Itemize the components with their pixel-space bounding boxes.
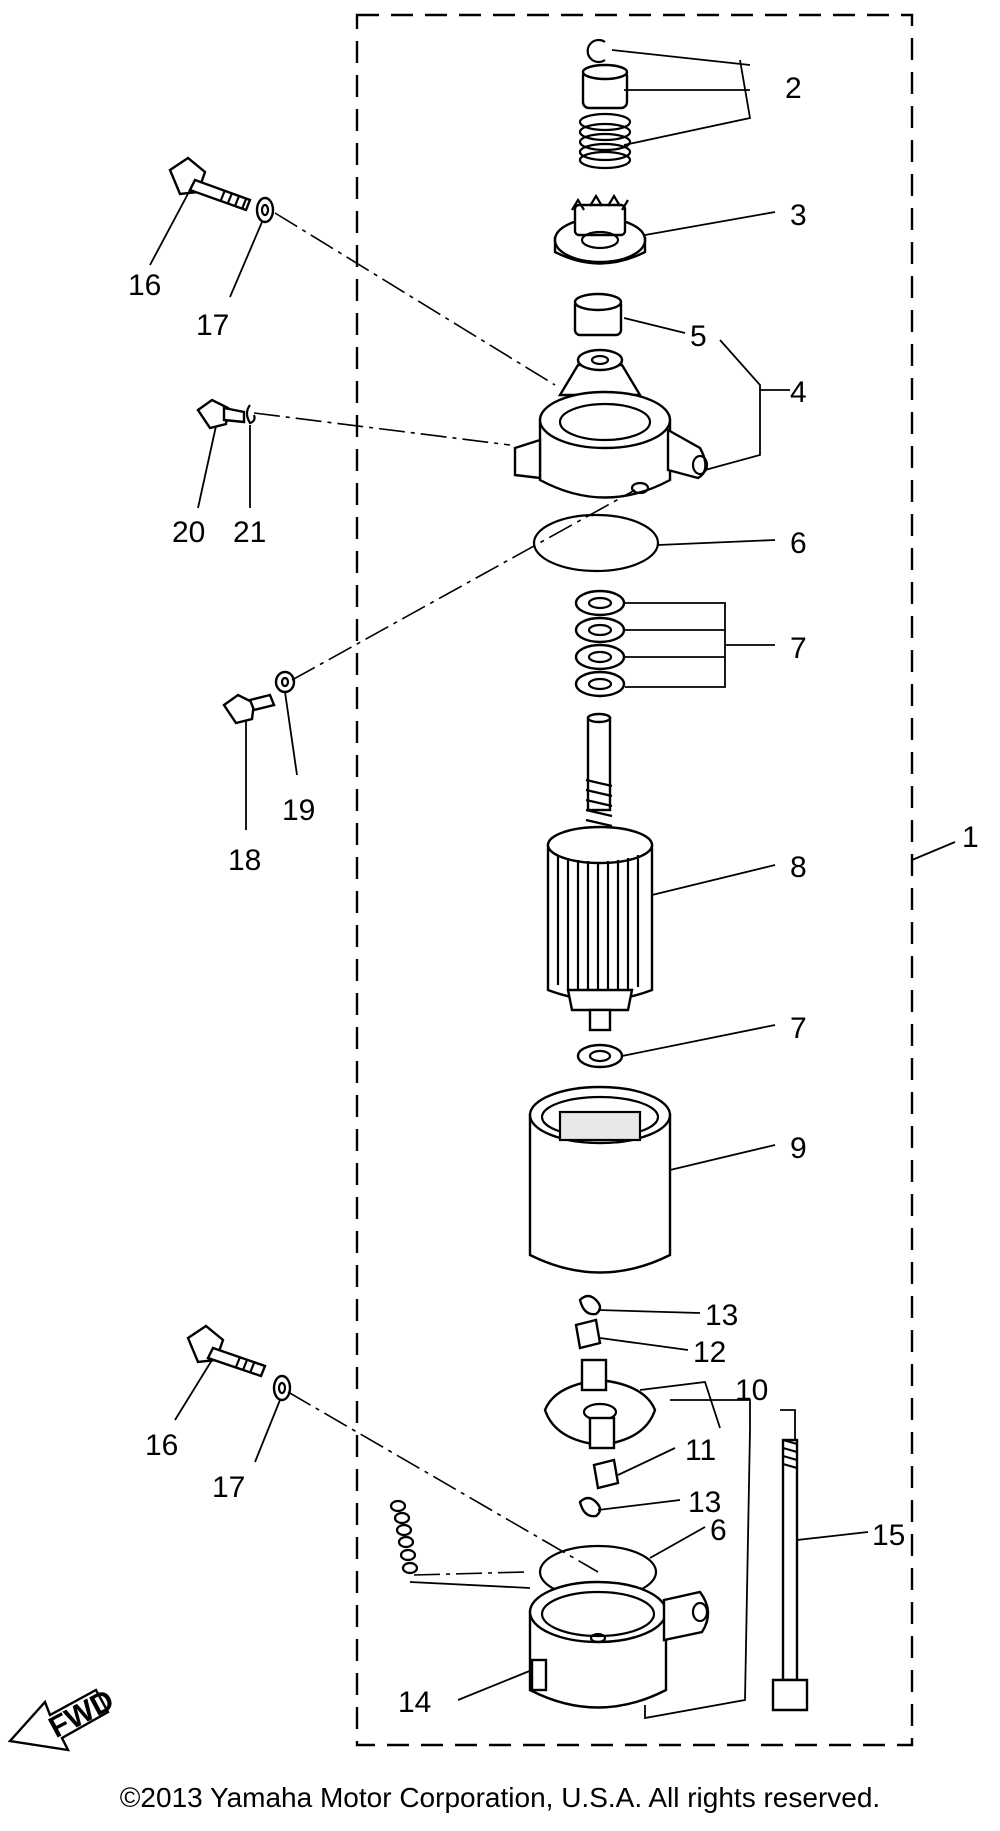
callout-13-lower: 13 <box>688 1486 721 1519</box>
part-12-brush <box>574 1318 602 1350</box>
part-11-brush <box>592 1458 620 1490</box>
callout-1: 1 <box>962 821 979 854</box>
part-9-yoke <box>528 1085 672 1274</box>
part-17-washer-upper <box>255 196 275 224</box>
part-4-front-bracket <box>513 348 709 499</box>
part-13-brush-spring-upper <box>578 1294 602 1316</box>
part-14-rear-bracket <box>528 1580 710 1709</box>
callout-6-lower: 6 <box>710 1514 727 1547</box>
callout-6-upper: 6 <box>790 527 807 560</box>
part-20-screw <box>196 398 246 430</box>
callout-8: 8 <box>790 851 807 884</box>
callout-12: 12 <box>693 1336 726 1369</box>
callout-18: 18 <box>228 844 261 877</box>
assembly-boundary <box>355 13 914 1747</box>
callout-15: 15 <box>872 1519 905 1552</box>
callout-11: 11 <box>685 1434 716 1467</box>
part-6-o-ring-upper <box>532 513 660 573</box>
part-19-washer <box>274 670 296 694</box>
part-2-clip-spacer-spring <box>578 38 632 170</box>
assembly-lines <box>253 212 636 1576</box>
callout-20: 20 <box>172 516 205 549</box>
part-7-washer-lower <box>576 1043 624 1069</box>
small-hardware-chain <box>389 1499 419 1575</box>
part-3-pinion-gear <box>553 193 647 265</box>
part-5-bushing <box>573 292 623 337</box>
part-21-washer <box>245 404 256 425</box>
callout-5: 5 <box>690 320 707 353</box>
leader-lines <box>149 49 956 1720</box>
callout-numbers: 2 3 5 4 6 7 1 8 7 9 13 12 10 11 13 6 15 … <box>128 72 979 1719</box>
part-16-bolt-lower <box>186 1324 267 1378</box>
callout-14: 14 <box>398 1686 431 1719</box>
part-8-armature <box>546 712 654 1032</box>
callout-7-lower: 7 <box>790 1012 807 1045</box>
callout-13-upper: 13 <box>705 1299 738 1332</box>
fwd-label: FWD <box>44 1683 120 1744</box>
part-7-washer-stack-upper <box>574 589 626 698</box>
part-18-bolt <box>222 693 276 725</box>
part-10-brush-holder <box>543 1358 657 1450</box>
callout-4: 4 <box>790 376 807 409</box>
callout-21: 21 <box>233 516 266 549</box>
callout-2: 2 <box>785 72 802 105</box>
part-15-through-bolt <box>771 1438 809 1712</box>
callout-7-upper: 7 <box>790 632 807 665</box>
fwd-direction-arrow: FWD <box>7 1683 120 1752</box>
callout-19: 19 <box>282 794 315 827</box>
callout-10: 10 <box>735 1374 768 1407</box>
callout-17-upper: 17 <box>196 309 229 342</box>
part-16-bolt-upper <box>168 156 252 212</box>
callout-3: 3 <box>790 199 807 232</box>
callout-16-upper: 16 <box>128 269 161 302</box>
callout-16-lower: 16 <box>145 1429 178 1462</box>
copyright-notice: ©2013 Yamaha Motor Corporation, U.S.A. A… <box>119 1782 881 1813</box>
callout-17-lower: 17 <box>212 1471 245 1504</box>
part-13-brush-spring-lower <box>578 1496 602 1518</box>
part-17-washer-lower <box>272 1374 292 1402</box>
callout-9: 9 <box>790 1132 807 1165</box>
